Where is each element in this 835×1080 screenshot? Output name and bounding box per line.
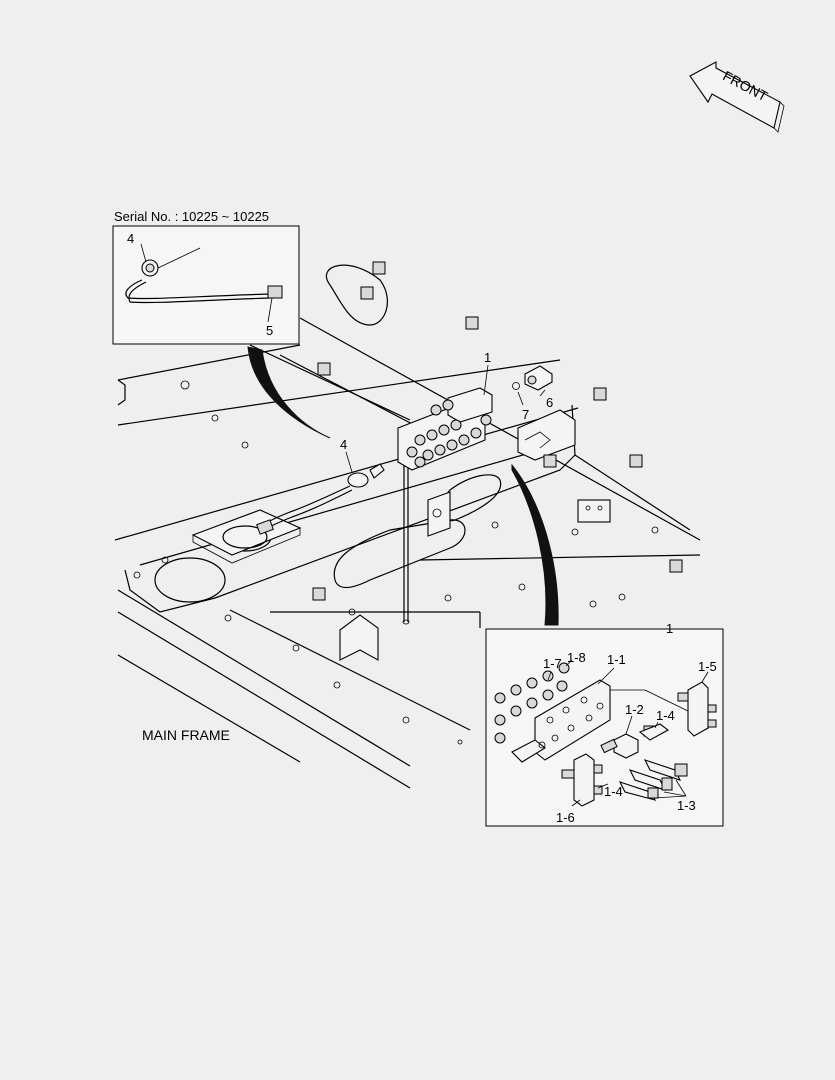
callout-part-1-3: 1-3: [677, 798, 696, 813]
manifold-assembly: [256, 365, 553, 535]
callout-main-6: 6: [546, 395, 553, 410]
nut: [629, 454, 643, 468]
callout-part-1-8: 1-8: [567, 650, 586, 665]
detail-inset: 1 1-7 1-8 1-1 1-5: [485, 621, 724, 827]
nut: [372, 261, 386, 275]
detail-arrow-top: [247, 346, 331, 439]
detail-arrow-bottom: [511, 463, 559, 626]
callout-part-1-1: 1-1: [607, 652, 626, 667]
callout-part-1-5: 1-5: [698, 659, 717, 674]
serial-inset: 4 5: [112, 225, 300, 345]
front-arrow: FRONT: [689, 61, 785, 133]
callout-part-1-7: 1-7: [543, 656, 562, 671]
nut: [360, 286, 374, 300]
main-frame: [114, 261, 701, 789]
callout-part-1-2: 1-2: [625, 702, 644, 717]
nut: [312, 587, 326, 601]
serial-label: Serial No. : 10225 ~ 10225: [114, 209, 269, 224]
nut: [465, 316, 479, 330]
nut: [543, 454, 557, 468]
callout-inset-top-5: 5: [266, 323, 273, 338]
callout-part-1-4b: 1-4: [604, 784, 623, 799]
callout-main-1: 1: [484, 350, 491, 365]
callout-part-1-4a: 1-4: [656, 708, 675, 723]
callout-main-4: 4: [340, 437, 347, 452]
nut: [317, 362, 331, 376]
nut: [593, 387, 607, 401]
nut: [669, 559, 683, 573]
main-frame-label: MAIN FRAME: [142, 727, 230, 743]
callout-main-7: 7: [522, 407, 529, 422]
callout-part-1-6: 1-6: [556, 810, 575, 825]
callout-inset-top-4: 4: [127, 231, 134, 246]
main-callouts: 1 4 6 7: [340, 350, 553, 473]
callout-inset-bottom-1: 1: [666, 621, 673, 636]
